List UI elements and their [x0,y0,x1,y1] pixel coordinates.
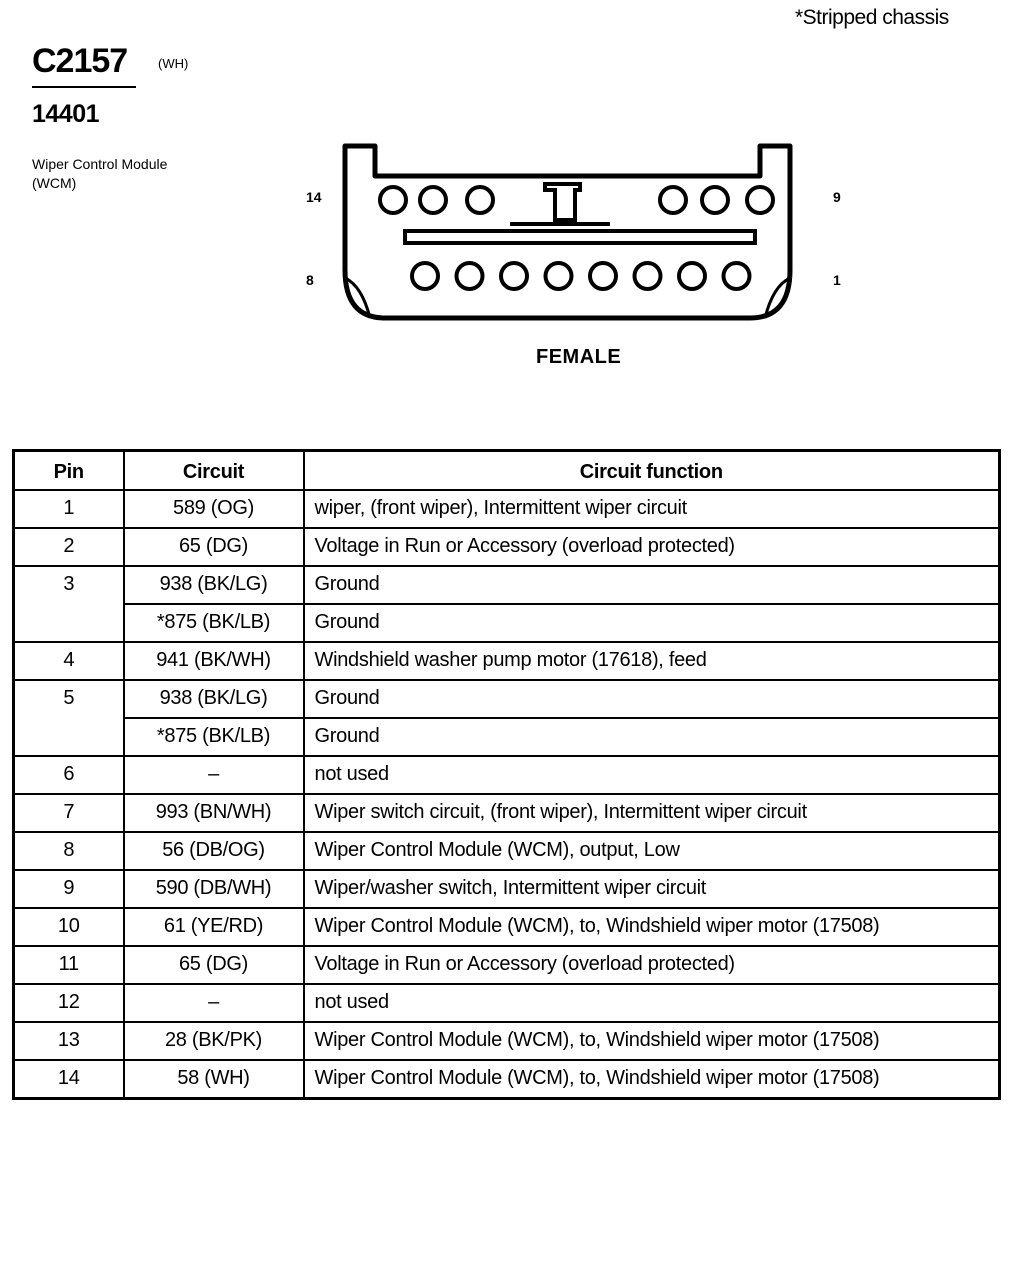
pin-number-cell: 10 [12,907,125,947]
pin-cavity [700,185,730,215]
circuit-cell: 590 (DB/WH) [122,869,305,909]
circuit-cell: 65 (DG) [122,527,305,567]
connector-housing-outline [342,143,793,321]
pin-cavity [418,185,448,215]
circuit-function-cell: Ground [302,603,1001,643]
pin-number-cell: 9 [12,869,125,909]
pin-cavity [588,261,618,291]
circuit-cell: – [122,983,305,1023]
circuit-cell: 589 (OG) [122,489,305,529]
circuit-function-cell: Voltage in Run or Accessory (overload pr… [302,945,1001,985]
pin-number-cell: 6 [12,755,125,795]
circuit-function-cell: Ground [302,717,1001,757]
pin-cavity [454,261,485,291]
circuit-cell: 58 (WH) [122,1059,305,1100]
circuit-cell: *875 (BK/LB) [122,603,305,643]
pin-number-cell: 4 [12,641,125,681]
circuit-cell: 61 (YE/RD) [122,907,305,947]
stripped-chassis-note: *Stripped chassis [795,6,949,29]
pin-number-cell: 12 [12,983,125,1023]
pin-cavity [658,185,688,215]
connector-center-rib [403,229,757,245]
connector-id: C2157 [32,42,128,80]
pin-cavity [543,261,574,291]
pin-label-8: 8 [306,272,314,288]
pin-cavity [721,261,752,291]
pin-cavities [378,185,775,291]
pin-label-14: 14 [306,189,322,205]
circuit-function-cell: Wiper Control Module (WCM), to, Windshie… [302,1059,1001,1100]
circuit-cell: 938 (BK/LG) [122,565,305,605]
circuit-cell: – [122,755,305,795]
table-row: 12–not used [12,983,1001,1023]
circuit-function-cell: not used [302,983,1001,1023]
connector-id-underline [32,86,136,88]
circuit-cell: 993 (BN/WH) [122,793,305,833]
pin-number-cell: 7 [12,793,125,833]
component-description: Wiper Control Module (WCM) [32,156,168,191]
pin-label-9: 9 [833,189,841,205]
pin-number-cell: 8 [12,831,125,871]
circuit-cell: 28 (BK/PK) [122,1021,305,1061]
table-row: *875 (BK/LB)Ground [14,603,1001,643]
circuit-function-cell: Windshield washer pump motor (17618), fe… [302,641,1001,681]
circuit-function-cell: Voltage in Run or Accessory (overload pr… [302,527,1001,567]
pin-cavity [410,261,440,291]
pin-number-cell: 14 [12,1059,125,1100]
circuit-cell: 56 (DB/OG) [122,831,305,871]
circuit-function-cell: not used [302,755,1001,795]
header-circuit-function: Circuit function [302,449,1001,491]
connector-center-key [543,182,582,222]
circuit-cell: 65 (DG) [122,945,305,985]
pin-cavity [499,261,529,291]
connector-housing-lower-edge [344,276,791,319]
pin-cavity [465,185,495,215]
pin-number-cell: 5 [12,679,125,757]
circuit-function-cell: Ground [302,565,1001,605]
pin-cavity [632,261,663,291]
pin-number-cell: 11 [12,945,125,985]
connector-color: (WH) [158,56,189,71]
connector-face-diagram [342,143,793,321]
pin-cavity [378,185,408,215]
pin-number-cell: 13 [12,1021,125,1061]
circuit-function-cell: Wiper Control Module (WCM), output, Low [302,831,1001,871]
circuit-function-cell: Wiper/washer switch, Intermittent wiper … [302,869,1001,909]
pin-cavity [745,185,775,215]
circuit-function-cell: Wiper switch circuit, (front wiper), Int… [302,793,1001,833]
part-number: 14401 [32,100,100,128]
circuit-cell: 941 (BK/WH) [122,641,305,681]
connector-gender-label: FEMALE [536,346,622,368]
pin-number-cell: 3 [12,565,125,643]
circuit-function-cell: Ground [302,679,1001,719]
circuit-cell: *875 (BK/LB) [122,717,305,757]
header-pin: Pin [12,449,125,491]
table-row: *875 (BK/LB)Ground [14,717,1001,757]
pin-label-1: 1 [833,272,841,288]
pin-table-header-row: Pin Circuit Circuit function [12,449,1001,491]
circuit-function-cell: Wiper Control Module (WCM), to, Windshie… [302,1021,1001,1061]
circuit-cell: 938 (BK/LG) [122,679,305,719]
circuit-function-cell: Wiper Control Module (WCM), to, Windshie… [302,907,1001,947]
pin-cavity [677,261,707,291]
circuit-function-cell: wiper, (front wiper), Intermittent wiper… [302,489,1001,529]
header-circuit: Circuit [122,449,305,491]
pin-number-cell: 1 [12,489,125,529]
table-row: 6–not used [12,755,1001,795]
pin-number-cell: 2 [12,527,125,567]
